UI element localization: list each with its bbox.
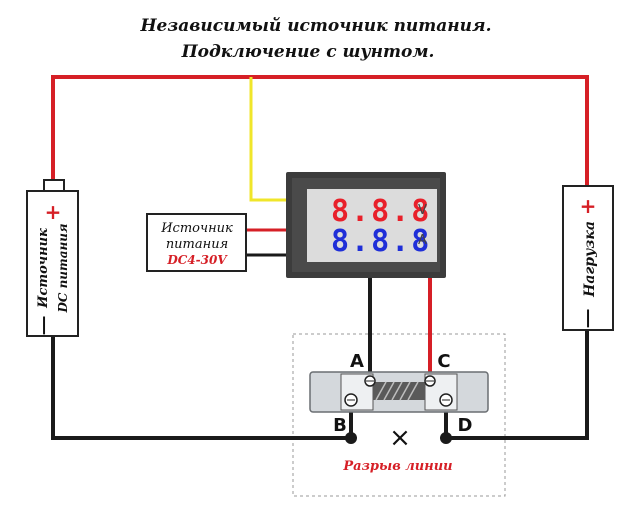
battery-minus-sign: | [41, 314, 48, 335]
supply-label-line-2: питания [166, 237, 228, 252]
load-minus-sign: | [585, 307, 592, 328]
battery-label-line-2: DC питания [56, 223, 70, 313]
red-wire-top [51, 75, 589, 186]
battery-label-line-1: Источник [36, 228, 51, 309]
shunt-hatching [375, 381, 419, 401]
load-box [562, 185, 614, 331]
title-line-1: Независимый источник питания. [139, 16, 491, 36]
power-supply-box [146, 213, 247, 272]
break-label: Разрыв линии [342, 459, 452, 474]
meter-current-digits: 8.8.8 [331, 224, 431, 259]
junction-dot-d [440, 432, 452, 444]
supply-voltage: DC4-30V [166, 253, 228, 267]
yellow-wire [249, 77, 288, 202]
meter-voltage-digits: 8.8.8 [331, 194, 431, 229]
pin-label-d: D [458, 415, 473, 436]
meter-current-unit: A [418, 233, 427, 248]
pin-label-a: A [350, 351, 364, 372]
load-plus-sign: + [580, 194, 597, 218]
pin-label-b: B [333, 415, 347, 436]
supply-label-line-1: Источник [160, 221, 233, 236]
load-label: Нагрузка [582, 221, 598, 298]
meter-voltage-unit: V [418, 203, 427, 218]
battery-plus-sign: + [45, 200, 62, 224]
break-cross-icon: × [389, 423, 411, 453]
junction-dot-b [345, 432, 357, 444]
title-line-2: Подключение с шунтом. [181, 42, 435, 62]
black-wire-bottom-left [51, 333, 353, 440]
shunt-area-outline [292, 333, 506, 497]
pin-label-c: C [437, 351, 450, 372]
battery [26, 190, 79, 337]
meter-display [307, 189, 437, 262]
black-wire-bottom-right [444, 330, 589, 440]
